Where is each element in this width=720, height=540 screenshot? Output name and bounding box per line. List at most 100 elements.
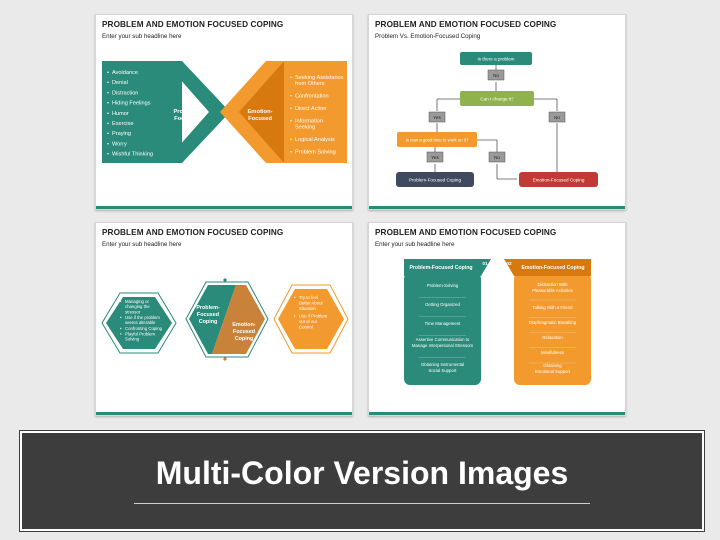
list-item: Try to feel (299, 295, 318, 300)
right-hexagon (278, 289, 344, 349)
list-item: Distraction With (537, 282, 568, 287)
bullet-icon: • (290, 137, 292, 143)
svg-text:Problem-Focused Coping: Problem-Focused Coping (409, 178, 462, 183)
list-item: Mindfulness (541, 350, 564, 355)
list-item: Confrontation (295, 94, 329, 100)
list-item: Obtaining Instrumental (421, 362, 464, 367)
slide2-flowchart: Is there a problem No Can I change it? Y… (396, 52, 598, 187)
slide4-columns: Problem-Focused Coping 01 02 Emotion-Foc… (404, 259, 591, 385)
bullet-icon: • (120, 331, 122, 336)
question-box-2 (460, 91, 534, 106)
list-item: Pleasurable Activities (532, 288, 573, 293)
bullet-icon: • (107, 152, 109, 158)
svg-text:No: No (554, 115, 560, 120)
bullet-icon: • (290, 149, 292, 155)
left-hexagon-outline (101, 292, 177, 354)
slide-thumbnail-3[interactable]: PROBLEM AND EMOTION FOCUSED COPING Enter… (95, 222, 353, 416)
banner-divider (134, 503, 590, 504)
list-item: Worry (112, 141, 127, 147)
slide-subtitle: Problem Vs. Emotion-Focused Coping (375, 33, 481, 40)
list-item: Problem-Solving (427, 283, 459, 288)
slide-footer-bar (96, 206, 352, 209)
question-box-1 (460, 52, 532, 65)
list-item: Solving (125, 337, 140, 342)
slide-subtitle: Enter your sub headline here (102, 241, 182, 248)
bullet-icon: • (290, 94, 292, 100)
bullet-icon: • (107, 131, 109, 137)
center-hexagon-problem (189, 285, 236, 354)
slide-thumbnail-4[interactable]: PROBLEM AND EMOTION FOCUSED COPING Enter… (368, 222, 626, 416)
list-item: Seeking Assistance (295, 75, 344, 81)
left-panel (102, 61, 164, 163)
svg-text:Yes: Yes (431, 155, 439, 160)
bullet-icon: • (290, 106, 292, 112)
list-item: Exercise (112, 121, 133, 127)
yes-tag (428, 111, 446, 123)
problem-focused-label: Problem- (173, 109, 198, 115)
slide-title: PROBLEM AND EMOTION FOCUSED COPING (375, 20, 557, 29)
question-1-text: Is there a problem (477, 57, 514, 62)
slide1-diagram: •Avoidance•Denial•Distraction•Hiding Fee… (102, 61, 347, 163)
svg-text:Emotion-Focused Coping: Emotion-Focused Coping (533, 178, 585, 183)
slide-title: PROBLEM AND EMOTION FOCUSED COPING (375, 228, 557, 237)
bullet-icon: • (107, 101, 109, 107)
list-item: Confronting Coping (125, 326, 163, 331)
bullet-icon: • (120, 299, 122, 304)
result-emotion-focused (519, 172, 598, 187)
slide-thumbnail-2[interactable]: PROBLEM AND EMOTION FOCUSED COPING Probl… (368, 14, 626, 210)
question-3-text: Is now a good time to work on it? (406, 138, 469, 143)
list-item: Relaxation (542, 335, 563, 340)
list-item: changing the (125, 304, 150, 309)
list-item: Assertive Communication to (416, 337, 470, 342)
left-hexagon (106, 297, 172, 349)
list-item: Managing or (125, 299, 149, 304)
list-item: Control (299, 325, 313, 330)
list-item: Manage Interpersonal Stressors (412, 343, 473, 348)
list-item: Obtaining (543, 363, 562, 368)
list-item: Problem Solving (295, 149, 336, 155)
svg-text:01: 01 (482, 261, 488, 267)
list-item: Humor (112, 111, 129, 117)
bullet-icon: • (107, 121, 109, 127)
list-item: Avoidance (112, 70, 138, 76)
slide-title: PROBLEM AND EMOTION FOCUSED COPING (102, 20, 284, 29)
bullet-icon: • (107, 141, 109, 147)
svg-text:No: No (494, 155, 500, 160)
list-item: Time Management (425, 321, 461, 326)
slide-thumbnail-1[interactable]: PROBLEM AND EMOTION FOCUSED COPING Enter… (95, 14, 353, 210)
slide-footer-bar (96, 412, 352, 415)
list-item: Social Support (429, 368, 458, 373)
list-item: seems alterable (125, 320, 156, 325)
problem-header (404, 259, 491, 276)
emotion-focused-label: Coping (235, 336, 254, 342)
svg-text:Emotion-Focused Coping: Emotion-Focused Coping (521, 265, 584, 271)
right-wedge (222, 61, 284, 163)
emotion-focused-label: Emotion- (247, 109, 272, 115)
list-item: Information (295, 118, 323, 124)
list-item: Distraction (112, 90, 138, 96)
bullet-icon: • (294, 313, 296, 318)
emotion-focused-label: Focused (233, 329, 255, 335)
bullet-icon: • (107, 90, 109, 96)
svg-text:02: 02 (506, 261, 512, 267)
problem-column (404, 273, 481, 385)
list-item: Talking With a Friend (532, 305, 573, 310)
problem-focused-label: Focused (197, 312, 219, 318)
list-item: Getting Organized (425, 302, 460, 307)
bullet-icon: • (290, 75, 292, 81)
svg-text:No: No (493, 73, 499, 78)
svg-text:Problem-Focused Coping: Problem-Focused Coping (409, 265, 472, 271)
list-item: Wishful Thinking (112, 152, 153, 158)
svg-text:Focused: Focused (174, 116, 198, 122)
right-hexagon-outline (273, 284, 349, 354)
list-item: Emotional Support (535, 369, 571, 374)
no-tag-1 (487, 69, 505, 81)
list-item: from Others (295, 81, 325, 87)
yes-tag-2 (426, 151, 444, 163)
bullet-icon: • (107, 80, 109, 86)
list-item: Seeking (295, 125, 315, 131)
slide-subtitle: Enter your sub headline here (375, 241, 455, 248)
banner-title: Multi-Color Version Images (155, 455, 569, 491)
list-item: Playful Problem (125, 331, 156, 336)
